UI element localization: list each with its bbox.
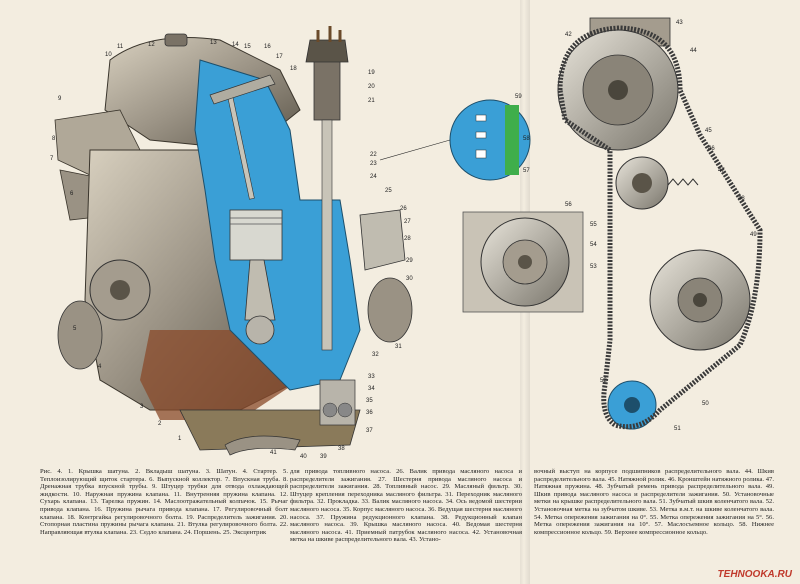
callout: 8: [52, 136, 56, 142]
callout: 5: [73, 326, 77, 332]
engine-cutaway: [54, 26, 413, 456]
callout: 3: [140, 404, 144, 410]
callout: 15: [244, 44, 251, 50]
watermark: TEHNOOKA.RU: [717, 569, 792, 580]
callout: 47: [718, 168, 725, 174]
callout: 43: [676, 20, 683, 26]
callout: 55: [590, 222, 597, 228]
callout: 33: [368, 374, 375, 380]
callout: 34: [368, 386, 375, 392]
figure-caption-left: Рис. 4. 1. Крышка шатуна. 2. Вкладыш шат…: [40, 468, 288, 536]
callout: 25: [385, 188, 392, 194]
callout: 50: [702, 401, 709, 407]
callout: 45: [705, 128, 712, 134]
callout: 11: [117, 44, 124, 50]
callout: 18: [290, 66, 297, 72]
callout: 6: [70, 191, 74, 197]
callout: 9: [58, 96, 62, 102]
callout: 53: [590, 264, 597, 270]
callout: 16: [264, 44, 271, 50]
callout: 27: [404, 219, 411, 225]
callout: 46: [708, 146, 715, 152]
callout: 30: [406, 276, 413, 282]
callout: 13: [210, 40, 217, 46]
figure-caption-right: вочный выступ на корпусе подшипников рас…: [534, 468, 774, 536]
callout: 22: [370, 152, 377, 158]
callout: 21: [368, 98, 375, 104]
callout: 31: [395, 344, 402, 350]
crank-pulley-detail: [462, 211, 584, 313]
callout: 48: [738, 196, 745, 202]
callout: 17: [276, 54, 283, 60]
callout: 23: [370, 161, 377, 167]
callout: 20: [368, 84, 375, 90]
callout: 40: [300, 454, 307, 460]
callout: 51: [674, 426, 681, 432]
engine-illustration: 11 12 13 14 15 16 17 18 10 9 8 7 6 5 4 3…: [50, 17, 763, 460]
callout: 10: [105, 52, 112, 58]
callout: 44: [690, 48, 697, 54]
callout: 59: [515, 94, 522, 100]
callout: 56: [565, 202, 572, 208]
callout: 54: [590, 242, 597, 248]
callout: 26: [400, 206, 407, 212]
piston-ring-detail: [379, 99, 531, 181]
callout: 1: [178, 436, 182, 442]
callout: 12: [148, 42, 155, 48]
callout: 32: [372, 352, 379, 358]
callout: 19: [368, 70, 375, 76]
callout: 39: [320, 454, 327, 460]
callout: 49: [750, 232, 757, 238]
callout: 37: [366, 428, 373, 434]
callout: 14: [232, 42, 239, 48]
callout: 29: [406, 258, 413, 264]
callout: 24: [370, 174, 377, 180]
timing-belt-drive: [557, 17, 763, 430]
callout: 52: [600, 378, 607, 384]
figure-caption-middle: для привода топливного насоса. 26. Валик…: [290, 468, 522, 544]
callout: 58: [523, 136, 530, 142]
callout: 38: [338, 446, 345, 452]
callout: 7: [50, 156, 54, 162]
callout: 2: [158, 421, 162, 427]
callout: 36: [366, 410, 373, 416]
callout: 35: [366, 398, 373, 404]
callout: 28: [404, 236, 411, 242]
callout: 57: [523, 168, 530, 174]
callout-labels: 11 12 13 14 15 16 17 18 10 9 8 7 6 5 4 3…: [50, 20, 757, 460]
callout: 41: [270, 450, 277, 456]
callout: 4: [98, 364, 102, 370]
callout: 42: [565, 32, 572, 38]
